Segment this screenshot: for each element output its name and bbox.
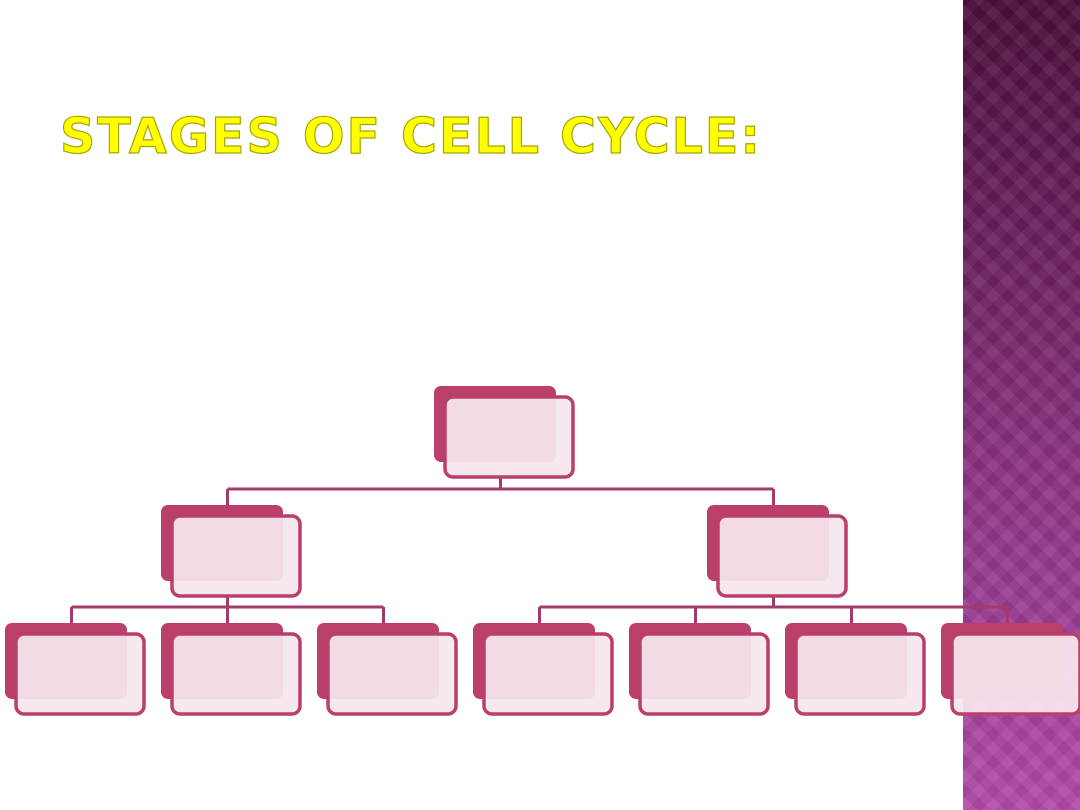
org-node-level3-1-1: [5, 623, 146, 716]
org-node-front-shape: [14, 632, 146, 716]
org-chart-nodes: [5, 386, 1080, 716]
org-node-level3-1-3: [317, 623, 458, 716]
org-node-front-shape: [326, 632, 458, 716]
org-node-level2-1: [161, 505, 302, 598]
org-node-front-shape: [443, 395, 575, 479]
org-node-front-shape: [950, 632, 1080, 716]
org-node-level2-2: [707, 505, 848, 598]
org-node-level3-2-1: [473, 623, 614, 716]
org-node-front-shape: [170, 632, 302, 716]
org-node-front-shape: [482, 632, 614, 716]
org-node-front-shape: [170, 514, 302, 598]
org-node-level3-2-3: [785, 623, 926, 716]
org-node-front-shape: [794, 632, 926, 716]
org-node-front-shape: [716, 514, 848, 598]
org-chart-connectors: [70, 477, 1009, 623]
org-node-level3-1-2: [161, 623, 302, 716]
org-node-front-shape: [638, 632, 770, 716]
org-node-level3-2-2: [629, 623, 770, 716]
slide-title: Stages of cell cycle:: [59, 107, 762, 165]
org-node-level3-2-4: [941, 623, 1080, 716]
org-node-root: [434, 386, 575, 479]
